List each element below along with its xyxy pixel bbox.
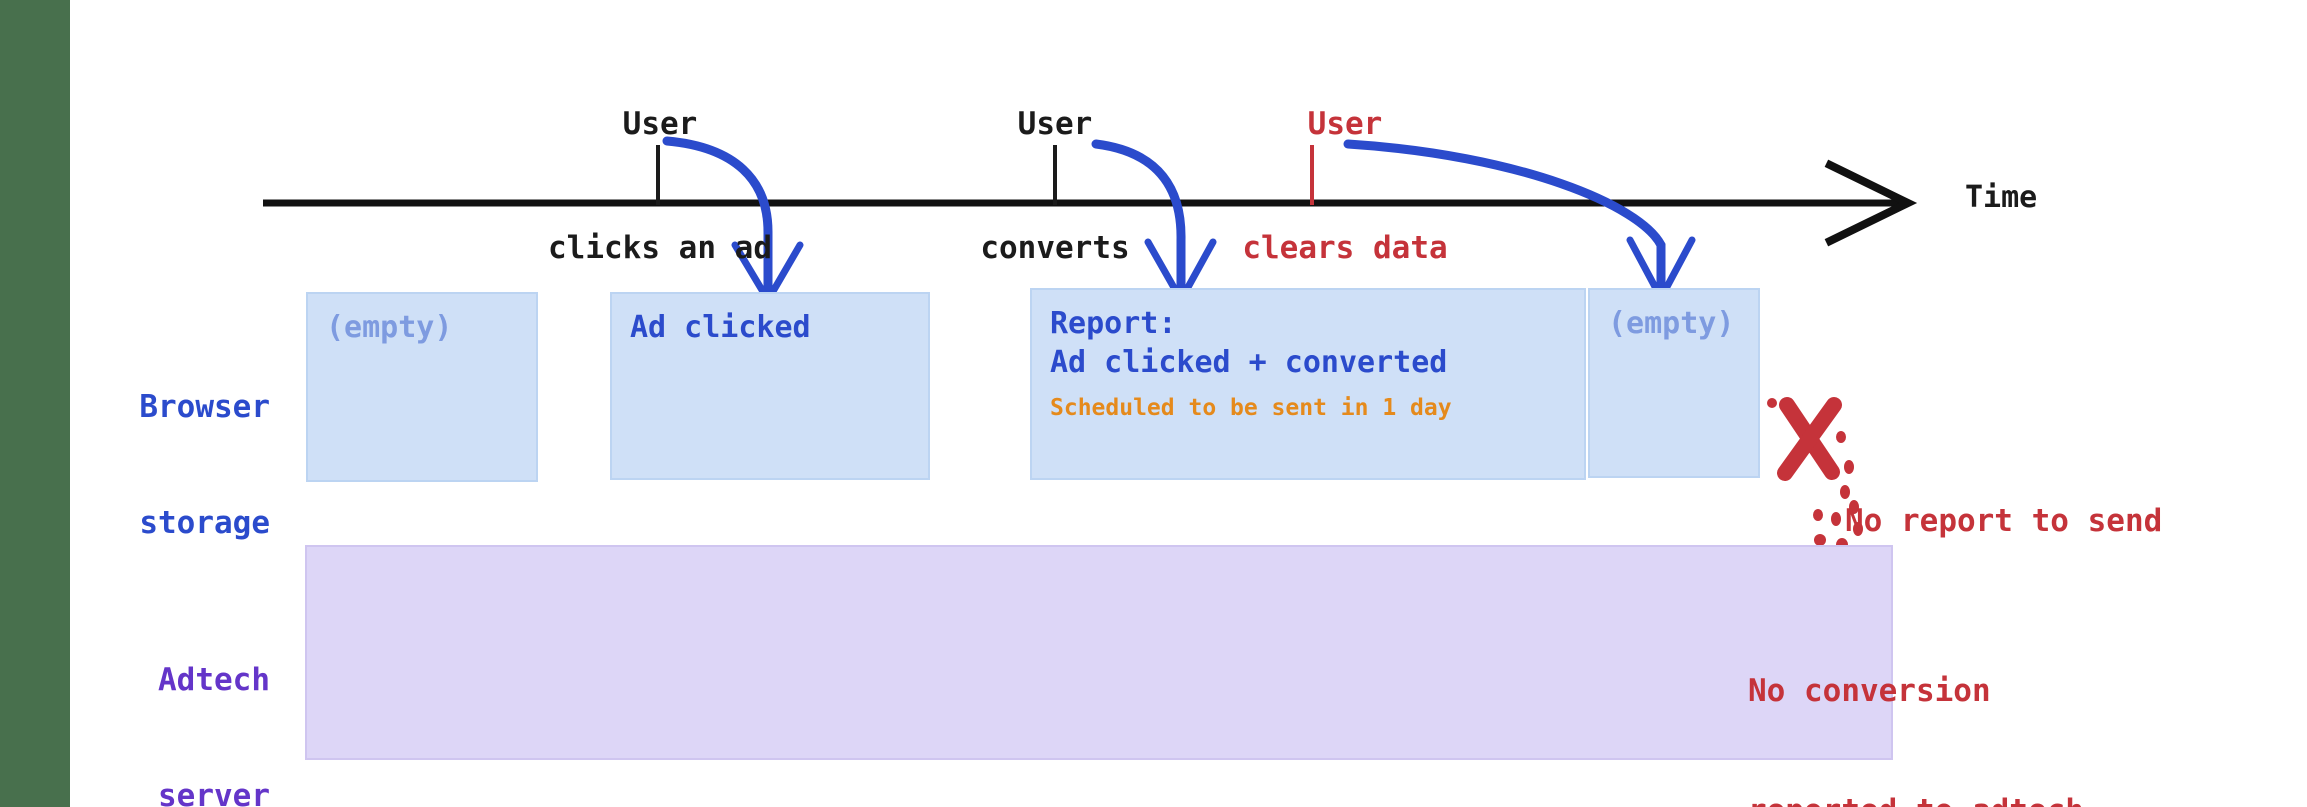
event-label-clear-data-line2: clears data — [1242, 230, 1448, 267]
event-label-ad-click: User clicks an ad — [460, 22, 860, 352]
storage-box-empty-initial-text: (empty) — [326, 310, 453, 345]
event-label-convert: User converts — [880, 22, 1230, 352]
left-green-strip — [0, 0, 70, 807]
storage-box-report-body: Ad clicked + converted — [1050, 345, 1448, 380]
annotation-no-report-to-send-line1: No report to send — [1845, 502, 2163, 539]
row-label-browser-line1: Browser — [139, 388, 270, 425]
row-label-adtech-line2: server — [158, 777, 270, 807]
annotation-no-report-to-send: No report to send — [1845, 420, 2162, 621]
event-label-ad-click-line2: clicks an ad — [548, 230, 772, 267]
row-label-browser-storage: Browser storage — [60, 310, 270, 620]
annotation-no-conversion-reported-line1: No conversion — [1748, 672, 1991, 709]
event-label-convert-line1: User — [1017, 106, 1093, 143]
row-label-adtech-line1: Adtech — [158, 661, 270, 698]
row-label-adtech-server: Adtech server — [60, 583, 270, 807]
annotation-no-conversion-reported: No conversion reported to adtech — [1748, 590, 2084, 807]
event-label-clear-data: User clears data — [1190, 22, 1500, 352]
storage-box-empty-after-clear-text: (empty) — [1608, 306, 1735, 341]
event-label-convert-line2: converts — [980, 230, 1130, 267]
event-label-clear-data-line1: User — [1307, 106, 1383, 143]
storage-box-report-schedule-note: Scheduled to be sent in 1 day — [1050, 395, 1452, 421]
storage-box-report: Report: Ad clicked + converted Scheduled… — [1030, 288, 1586, 480]
storage-box-empty-initial: (empty) — [306, 292, 538, 482]
event-label-ad-click-line1: User — [622, 106, 698, 143]
storage-box-report-title: Report: — [1050, 306, 1177, 341]
storage-box-ad-clicked: Ad clicked — [610, 292, 930, 480]
time-axis-caption: Time — [1965, 180, 2038, 215]
annotation-no-conversion-reported-line2: reported to adtech — [1748, 791, 2084, 807]
row-label-browser-line2: storage — [139, 504, 270, 541]
adtech-server-box — [305, 545, 1893, 760]
storage-box-ad-clicked-text: Ad clicked — [630, 310, 811, 345]
storage-box-empty-after-clear: (empty) — [1588, 288, 1760, 478]
